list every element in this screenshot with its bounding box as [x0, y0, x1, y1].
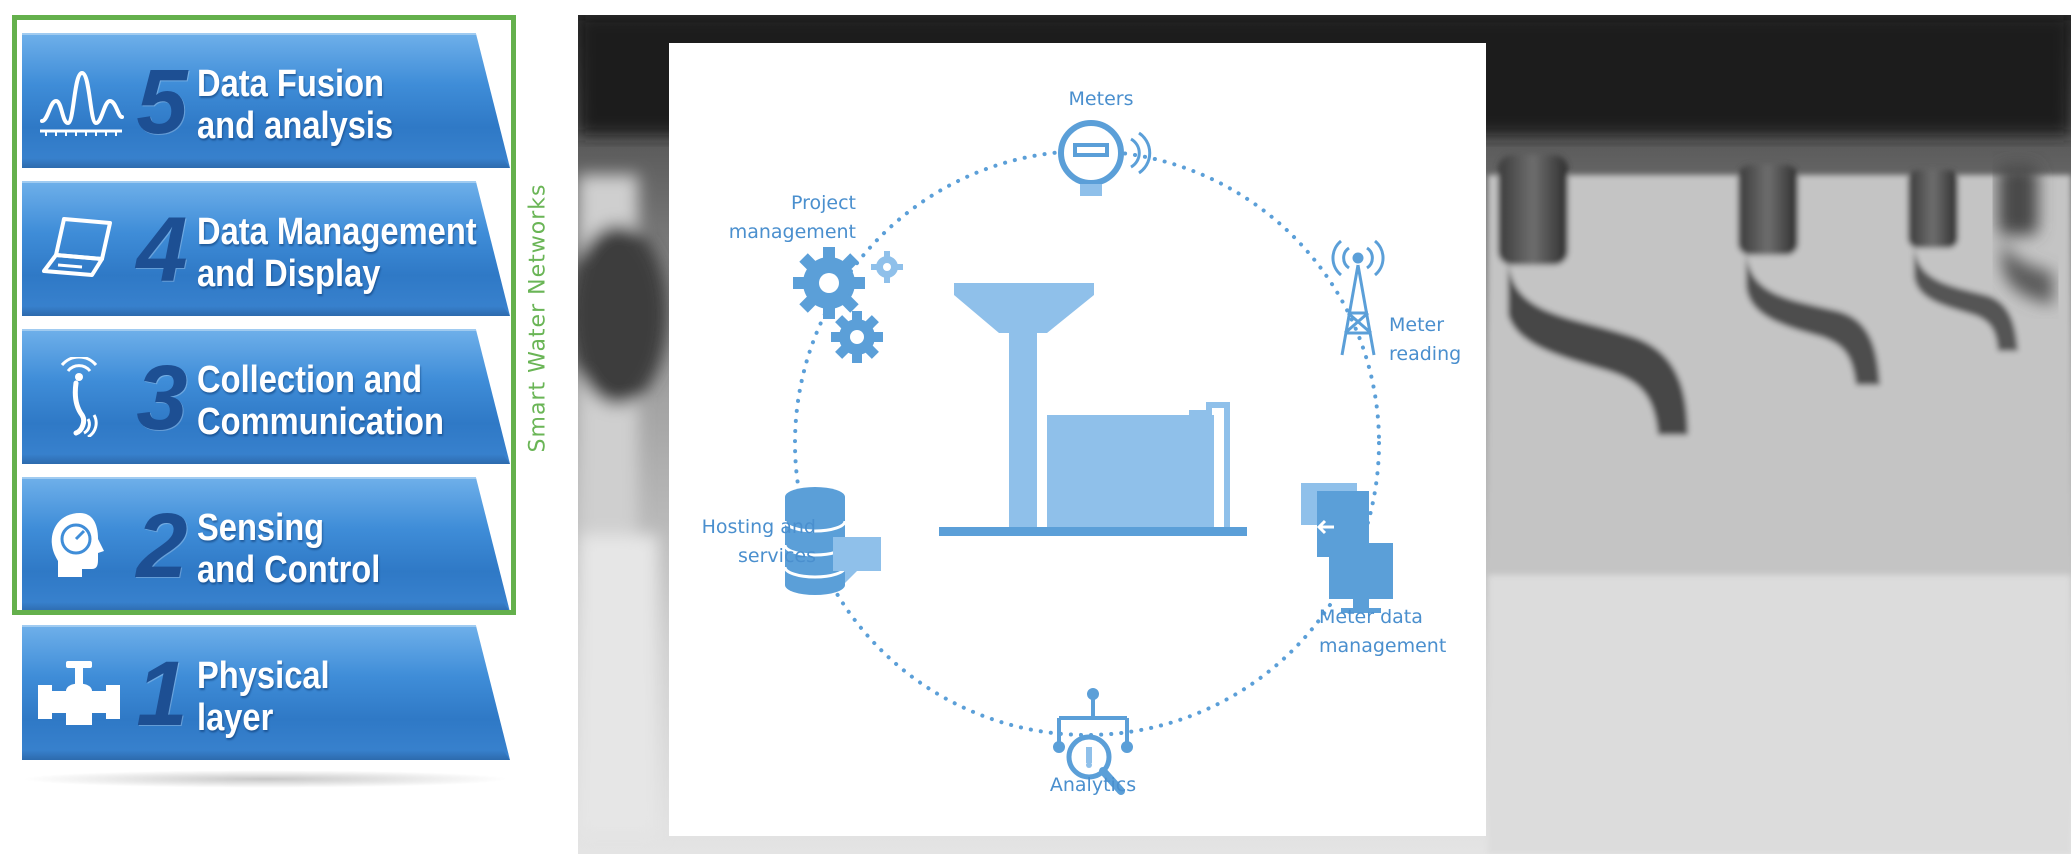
meter-icon — [1058, 120, 1152, 196]
layer-number: 5 — [136, 51, 188, 153]
laptop-icon — [42, 217, 112, 277]
layer-number: 1 — [136, 643, 188, 745]
data-management-icon — [1301, 483, 1393, 613]
radio-tower-icon — [1331, 239, 1385, 356]
label-meters: Meters — [1068, 88, 1134, 110]
label-analytics: Analytics — [1049, 774, 1137, 796]
layer-number: 4 — [136, 199, 188, 301]
analytics-icon — [1053, 688, 1133, 795]
stack-shadow — [20, 770, 510, 788]
waveform-icon — [40, 70, 124, 136]
layer-number: 3 — [136, 347, 188, 449]
wireless-hand-icon — [60, 357, 98, 437]
database-icon — [783, 487, 881, 595]
gauge-head-icon — [51, 513, 104, 577]
pipe-valve-icon — [38, 661, 120, 725]
water-tower-icon — [939, 283, 1247, 536]
layer-number: 2 — [136, 495, 188, 597]
smart-water-networks-frame — [12, 15, 516, 615]
gears-icon — [793, 247, 903, 363]
